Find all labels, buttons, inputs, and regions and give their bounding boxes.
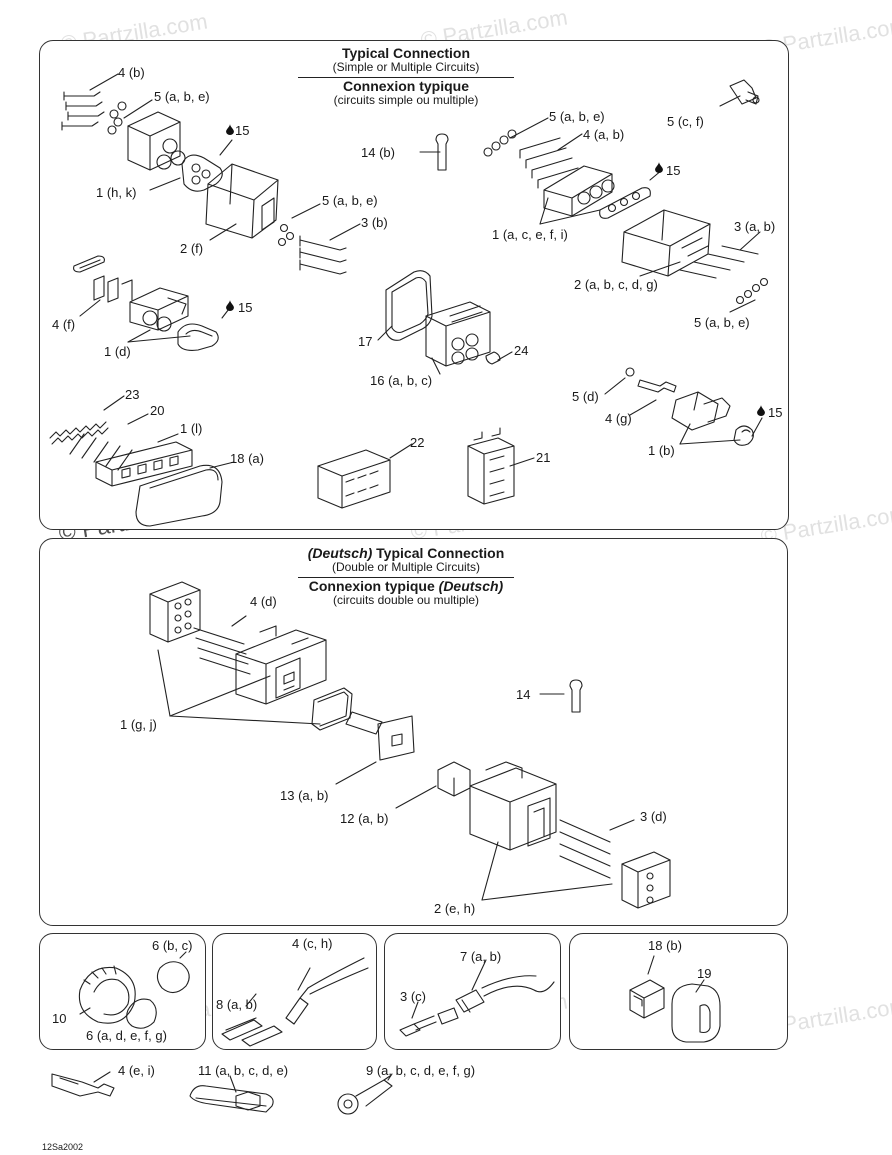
callout-label: 3 (b)	[361, 215, 388, 230]
callout-label: 18 (b)	[648, 938, 682, 953]
header-title-prefix: (Deutsch)	[307, 545, 373, 561]
header-title: Typical Connection	[376, 545, 505, 561]
header-title-fr-suffix: (Deutsch)	[438, 577, 504, 594]
callout-label: 6 (b, c)	[152, 938, 193, 953]
callout-label: 19	[697, 966, 712, 981]
top-panel-header: Typical Connection (Simple or Multiple C…	[296, 45, 516, 107]
callout-label: 23	[125, 387, 140, 402]
callout-label: 5 (a, b, e)	[154, 89, 210, 104]
callout-label: 15	[238, 300, 253, 315]
callout-label: 5 (a, b, e)	[322, 193, 378, 208]
callout-label: 5 (d)	[572, 389, 599, 404]
callout-label: 4 (a, b)	[583, 127, 625, 142]
box-connectors	[569, 933, 788, 1050]
callout-label: 2 (f)	[180, 241, 204, 256]
top-panel	[39, 40, 789, 530]
callout-label: 2 (e, h)	[434, 901, 476, 916]
callout-label: 2 (a, b, c, d, g)	[574, 277, 658, 292]
header-subtitle-fr: (circuits simple ou multiple)	[333, 92, 479, 107]
callout-label: 1 (b)	[648, 443, 675, 458]
drop-icon	[226, 124, 234, 135]
callout-label: 5 (c, f)	[667, 114, 704, 129]
header-rule	[298, 76, 514, 78]
callout-label: 8 (a, b)	[216, 997, 258, 1012]
callout-label: 4 (g)	[605, 411, 632, 426]
callout-label: 15	[768, 405, 783, 420]
callout-label: 22	[410, 435, 425, 450]
deutsch-panel	[39, 538, 788, 926]
deutsch-panel-header: (Deutsch) Typical Connection (Double or …	[296, 545, 516, 607]
callout-label: 1 (l)	[180, 421, 203, 436]
callout-label: 1 (d)	[104, 344, 131, 359]
header-subtitle: (Double or Multiple Circuits)	[331, 560, 481, 575]
callout-label: 15	[235, 123, 250, 138]
callout-label: 1 (g, j)	[120, 717, 157, 732]
callout-label: 7 (a, b)	[460, 949, 502, 964]
callout-label: 3 (d)	[640, 809, 667, 824]
drop-icon	[226, 300, 234, 311]
header-rule	[298, 576, 514, 578]
callout-label: 20	[150, 403, 165, 418]
callout-label: 5 (a, b, e)	[549, 109, 605, 124]
callout-label: 16 (a, b, c)	[370, 373, 433, 388]
box-splices	[212, 933, 377, 1050]
callout-label: 18 (a)	[230, 451, 264, 466]
callout-label: 4 (e, i)	[118, 1063, 155, 1078]
callout-label: 24	[514, 343, 529, 358]
header-title: Typical Connection	[341, 45, 471, 61]
callout-label: 5 (a, b, e)	[694, 315, 750, 330]
callout-label: 15	[666, 163, 681, 178]
callout-label: 1 (a, c, e, f, i)	[492, 227, 568, 242]
callout-label: 1 (h, k)	[96, 185, 137, 200]
header-title-fr: Connexion typique	[308, 577, 435, 594]
callout-label: 4 (c, h)	[292, 936, 333, 951]
callout-label: 3 (a, b)	[734, 219, 776, 234]
callout-label: 4 (f)	[52, 317, 76, 332]
callout-label: 12 (a, b)	[340, 811, 389, 826]
callout-label: 14	[516, 687, 531, 702]
callout-label: 4 (d)	[250, 594, 277, 609]
drop-icon	[655, 162, 663, 173]
callout-label: 11 (a, b, c, d, e)	[198, 1063, 289, 1078]
header-subtitle-fr: (circuits double ou multiple)	[332, 592, 480, 607]
callout-label: 6 (a, d, e, f, g)	[86, 1028, 167, 1043]
header-title-fr: Connexion typique	[343, 77, 469, 94]
callout-label: 13 (a, b)	[280, 788, 329, 803]
header-subtitle: (Simple or Multiple Circuits)	[332, 60, 480, 75]
drop-icon	[757, 405, 765, 416]
callout-label: 17	[358, 334, 373, 349]
callout-label: 10	[52, 1011, 67, 1026]
callout-label: 14 (b)	[361, 145, 395, 160]
callout-label: 21	[536, 450, 551, 465]
callout-label: 9 (a, b, c, d, e, f, g)	[366, 1063, 476, 1078]
callout-label: 3 (c)	[400, 989, 426, 1004]
figure-code: 12Sa2002	[42, 1142, 84, 1152]
callout-label: 4 (b)	[118, 65, 145, 80]
